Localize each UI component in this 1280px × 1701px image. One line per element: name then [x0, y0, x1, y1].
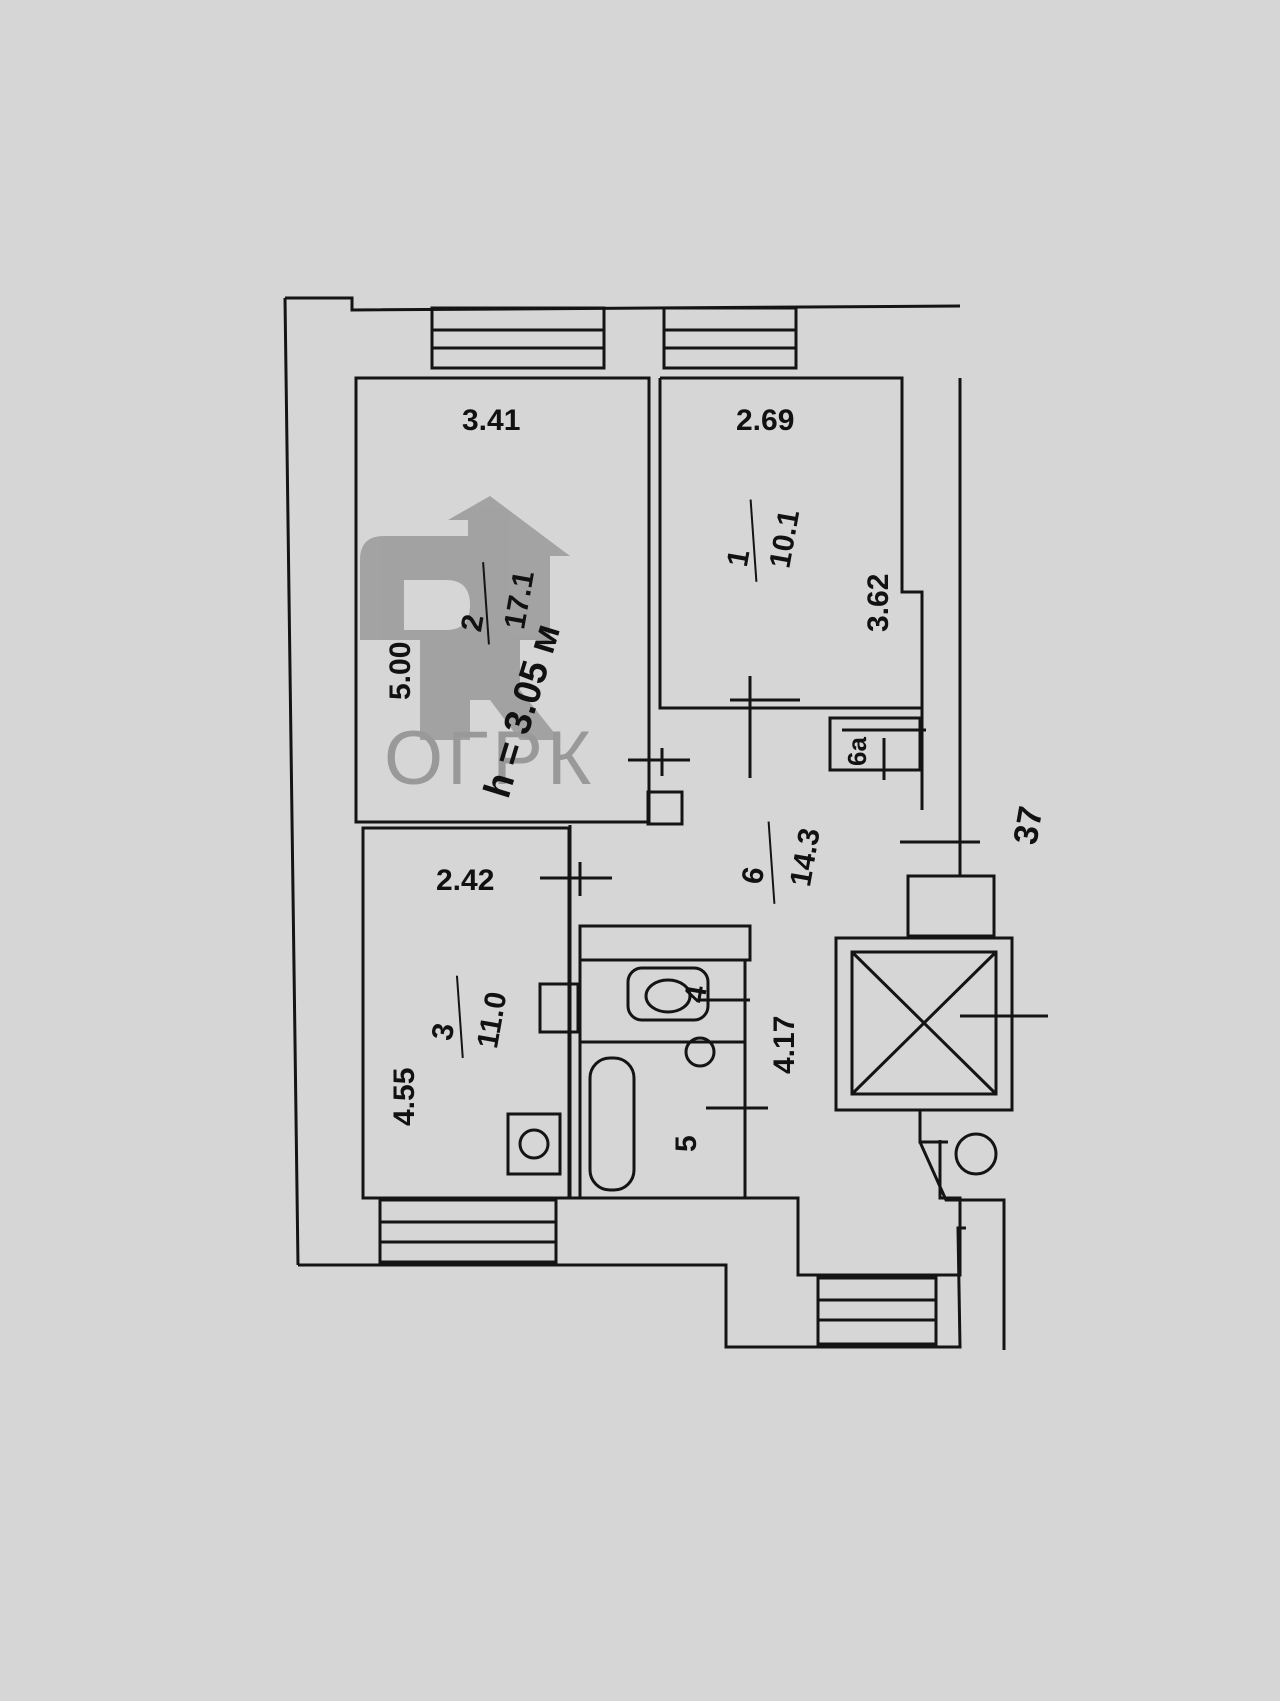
- room-3-length: 4.55: [388, 1068, 421, 1126]
- room-5-number: 5: [670, 1135, 703, 1152]
- svg-text:10.1: 10.1: [763, 507, 806, 570]
- corridor-label: 37: [1006, 804, 1050, 848]
- room-3-label: 3 11.0: [426, 975, 513, 1058]
- watermark-text: ОГРК: [384, 716, 595, 801]
- washbasin-icon: [684, 1036, 716, 1068]
- fixtures: [506, 676, 1048, 1192]
- stove-icon: [506, 1112, 562, 1176]
- room-3-width: 2.42: [436, 864, 494, 897]
- walls: [283, 296, 1014, 1350]
- svg-text:1: 1: [721, 547, 756, 569]
- toilet-icon: [626, 966, 710, 1022]
- bathtub-icon: [588, 1056, 636, 1192]
- room-1-length: 3.62: [862, 574, 895, 632]
- room-4-number: 4: [678, 983, 713, 1005]
- room-6-label: 6 14.3: [736, 821, 827, 904]
- watermark-logo: ОГРК: [360, 496, 595, 801]
- windows: [378, 306, 938, 1346]
- svg-text:14.3: 14.3: [784, 826, 827, 889]
- svg-text:3: 3: [426, 1021, 461, 1043]
- room-6a-number: 6a: [842, 737, 872, 766]
- room-1-label: 1 10.1: [721, 499, 806, 582]
- room-2-length: 5.00: [384, 642, 417, 700]
- room-1-width: 2.69: [736, 404, 794, 437]
- room-6-length: 4.17: [768, 1016, 801, 1074]
- svg-text:11.0: 11.0: [471, 989, 513, 1051]
- svg-text:6: 6: [736, 864, 771, 886]
- room-2-width: 3.41: [462, 404, 520, 437]
- garbage-chute-icon: [954, 1132, 998, 1176]
- sink-icon: [538, 982, 580, 1034]
- svg-text:2: 2: [455, 612, 490, 634]
